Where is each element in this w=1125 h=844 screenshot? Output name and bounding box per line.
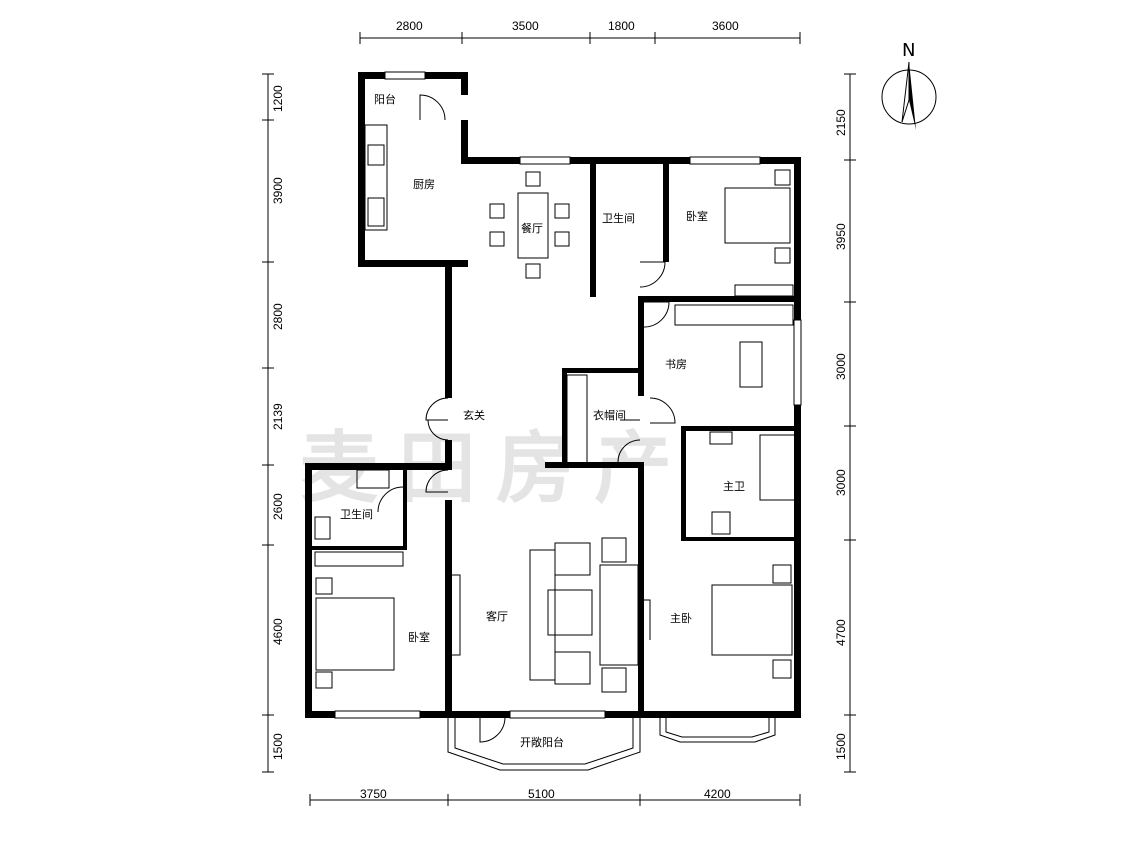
north-compass: N (881, 40, 937, 130)
dim-left-4: 2139 (271, 403, 285, 430)
room-balcony: 阳台 (374, 92, 396, 106)
dim-left-7: 1500 (271, 733, 285, 760)
dim-top-1: 2800 (396, 19, 423, 33)
dim-left-2: 3900 (271, 177, 285, 204)
dim-bottom-2: 5100 (528, 787, 555, 801)
dim-top-3: 1800 (608, 19, 635, 33)
room-bedroom-ne: 卧室 (686, 209, 708, 223)
room-bedroom-w: 卧室 (408, 630, 430, 644)
room-master-bath: 主卫 (723, 480, 745, 493)
walls (305, 72, 801, 718)
dim-right-4: 3000 (834, 469, 848, 496)
dim-bottom-3: 4200 (704, 787, 731, 801)
dim-bottom-1: 3750 (360, 787, 387, 801)
north-label: N (902, 40, 915, 61)
room-dining: 餐厅 (521, 221, 543, 235)
dim-top-2: 3500 (512, 19, 539, 33)
room-master-bedroom: 主卧 (670, 612, 692, 625)
dim-right-3: 3000 (834, 353, 848, 380)
room-living: 客厅 (486, 609, 508, 623)
room-open-balcony: 开敞阳台 (520, 735, 564, 749)
room-bath-west: 卫生间 (340, 507, 373, 521)
room-kitchen: 厨房 (413, 178, 435, 191)
room-closet: 衣帽间 (593, 408, 626, 422)
dim-right-2: 3950 (834, 223, 848, 250)
dimension-labels: 2800 3500 1800 3600 3750 5100 4200 1200 … (271, 19, 848, 801)
windows-and-bays (334, 71, 802, 771)
dim-left-1: 1200 (271, 85, 285, 112)
dim-left-3: 2800 (271, 303, 285, 330)
dim-right-6: 1500 (834, 733, 848, 760)
dim-right-1: 2150 (834, 109, 848, 136)
dimension-lines (262, 32, 856, 806)
furniture (314, 124, 796, 693)
room-study: 书房 (665, 358, 687, 371)
dim-top-4: 3600 (712, 19, 739, 33)
room-bath-north: 卫生间 (602, 211, 635, 225)
room-foyer: 玄关 (463, 408, 485, 422)
doors (377, 94, 676, 743)
dim-right-5: 4700 (834, 619, 848, 646)
room-labels: 阳台 厨房 餐厅 卫生间 卧室 书房 玄关 衣帽间 主卫 卫生间 卧室 客厅 主… (340, 92, 745, 749)
dim-left-6: 4600 (271, 618, 285, 645)
dim-left-5: 2600 (271, 493, 285, 520)
